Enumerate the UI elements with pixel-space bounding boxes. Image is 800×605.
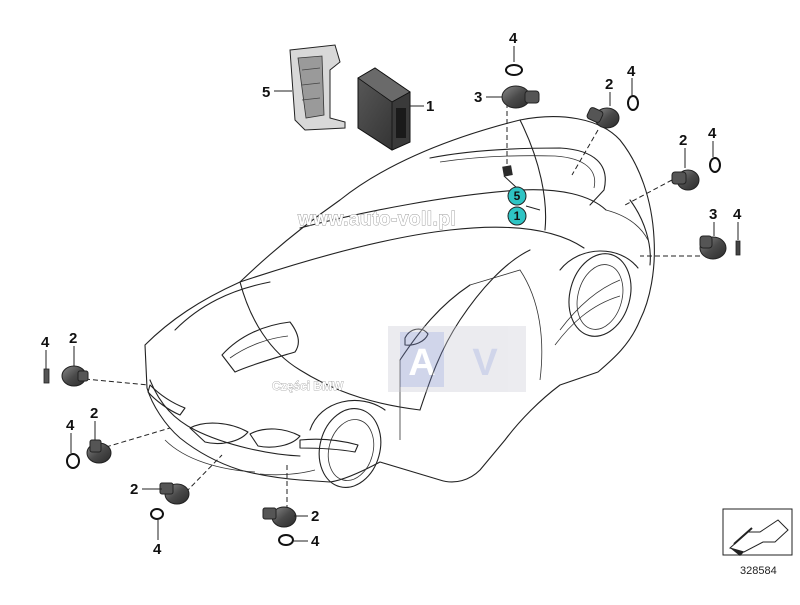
ring-rear — [735, 240, 741, 256]
watermark: www.auto-voll.pl A V Części BMW — [272, 209, 526, 393]
sensor-front-c — [262, 506, 297, 528]
bracket-part — [289, 44, 346, 131]
diagram-id: 328584 — [740, 565, 777, 577]
ring-left-a — [43, 368, 50, 384]
sensor-roof — [501, 85, 540, 109]
callout-ring-left-a: 4 — [41, 334, 50, 351]
ring-left-b — [66, 453, 80, 469]
sensor-front-right — [586, 107, 620, 129]
ring-side-right — [709, 157, 721, 173]
callout-sensor-rear: 3 — [709, 206, 717, 223]
sensor-side-right — [671, 169, 700, 191]
ring-front-c — [278, 534, 294, 546]
callout-ring-front-right: 4 — [627, 63, 636, 80]
highlight-label-upper: 5 — [514, 189, 521, 203]
highlight-callouts: 5 1 — [502, 165, 541, 226]
watermark-logo: A V — [388, 326, 526, 392]
ring-roof — [505, 64, 523, 76]
callout-sensor-front-right: 2 — [605, 76, 613, 93]
sensor-rear — [699, 235, 727, 260]
dashed-leaders — [84, 103, 700, 510]
orientation-icon — [722, 508, 793, 556]
callout-labels: 5 1 4 3 2 4 2 4 3 4 4 2 2 4 2 4 2 4 — [41, 30, 742, 558]
callout-ring-rear: 4 — [733, 206, 742, 223]
callout-relay-top: 5 — [262, 84, 270, 101]
ring-front-b — [150, 508, 164, 520]
sensor-left-a — [61, 365, 89, 387]
ring-front-right — [627, 95, 639, 111]
callout-module-top: 1 — [426, 98, 434, 115]
watermark-logo-a: A — [408, 342, 435, 384]
watermark-logo-v: V — [472, 342, 498, 384]
callout-sensor-left-a: 2 — [69, 330, 77, 347]
callout-sensor-front-c: 2 — [311, 508, 319, 525]
callout-ring-roof: 4 — [509, 30, 518, 47]
sensor-front-b — [159, 482, 190, 505]
callout-ring-side-right: 4 — [708, 125, 717, 142]
callout-ring-front-b: 4 — [153, 541, 162, 558]
car-outline — [144, 116, 655, 488]
highlight-circle-upper — [507, 186, 527, 206]
watermark-subtitle: Części BMW — [272, 379, 344, 393]
sensor-left-b — [86, 439, 112, 464]
callout-sensor-front-b: 2 — [130, 481, 138, 498]
callout-sensor-side-right: 2 — [679, 132, 687, 149]
callout-ring-left-b: 4 — [66, 417, 75, 434]
watermark-url: www.auto-voll.pl — [297, 209, 456, 230]
highlight-label-lower: 1 — [514, 209, 521, 223]
control-module — [357, 67, 411, 151]
callout-ring-front-c: 4 — [311, 533, 320, 550]
highlight-circle-lower — [507, 206, 527, 226]
callout-sensor-left-b: 2 — [90, 405, 98, 422]
callout-leaders — [45, 46, 739, 542]
callout-sensor-roof: 3 — [474, 89, 482, 106]
